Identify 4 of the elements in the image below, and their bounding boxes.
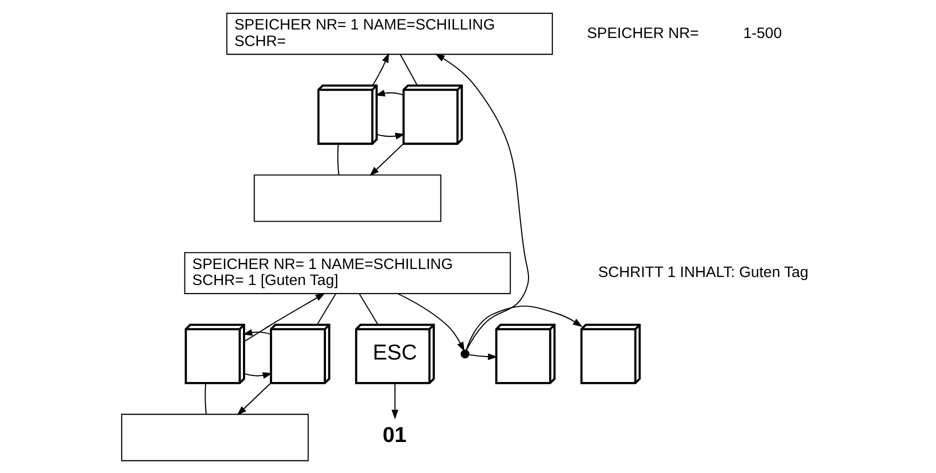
node-text: 01 <box>382 421 407 446</box>
label: SCHRITT 1 INHALT: Guten Tag <box>598 264 808 281</box>
label: SPEICHER NR= <box>586 24 699 42</box>
label: 1-500 <box>743 24 782 42</box>
